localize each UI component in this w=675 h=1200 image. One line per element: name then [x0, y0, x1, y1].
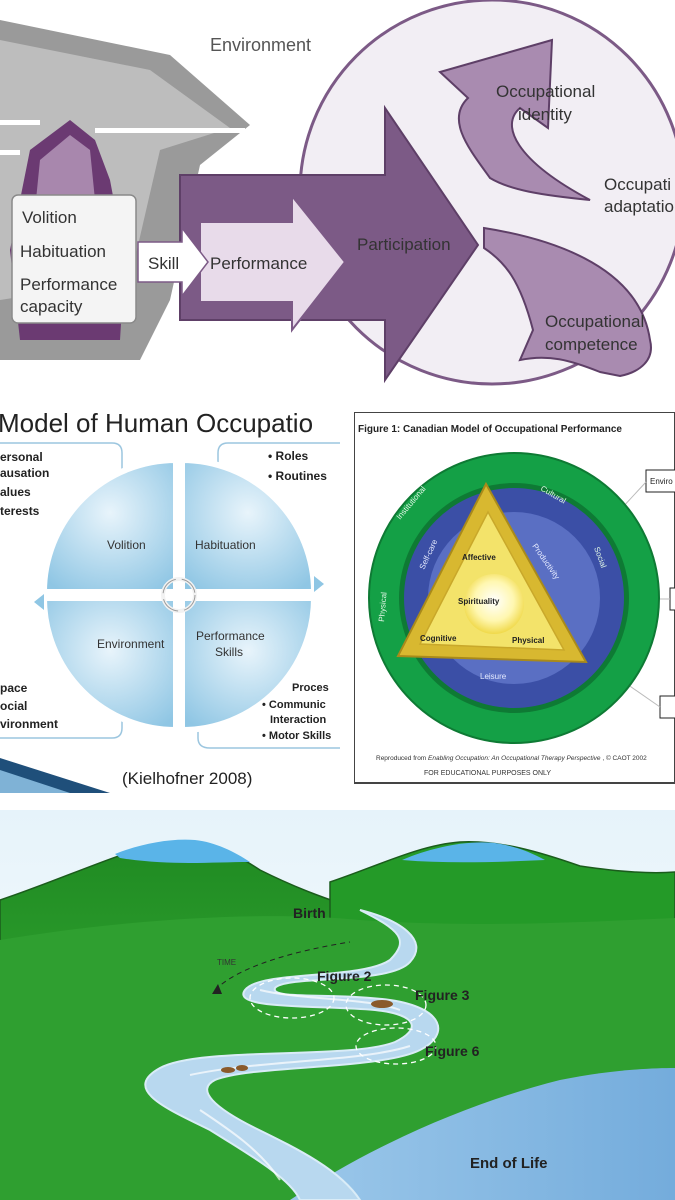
rock-lower-left-1	[221, 1067, 235, 1073]
skill-arrow	[137, 225, 209, 299]
identity-curved-arrow	[438, 38, 591, 201]
left-mountain-snow	[115, 839, 250, 863]
moho-circle-diagram: Model of Human Occupatio ersonal ausatio…	[0, 398, 340, 798]
left-bottom-item-1: pace	[0, 681, 28, 695]
figure-6-circle	[355, 1027, 437, 1065]
kawa-river-diagram: Birth TIME Figure 2 Figure 3 Figure 6 En…	[0, 810, 675, 1200]
triangle-label-affective: Affective	[462, 553, 496, 562]
cmop-title: Figure 1: Canadian Model of Occupational…	[358, 424, 622, 435]
habituation-label: Habituation	[20, 242, 106, 261]
quadrant-performance-label-2: Skills	[215, 645, 243, 659]
figure-3-label: Figure 3	[415, 987, 470, 1003]
performance-capacity-label-2: capacity	[20, 297, 83, 316]
figure-3-circle	[345, 984, 427, 1026]
cmop-footer: FOR EDUCATIONAL PURPOSES ONLY	[424, 770, 551, 777]
right-bottom-item-1: Proces	[292, 682, 329, 694]
figure-2-label: Figure 2	[317, 968, 372, 984]
time-arrow	[214, 941, 351, 991]
left-bottom-box	[0, 688, 123, 739]
adaptation-label-1: Occupati	[604, 175, 671, 194]
cmop-credit-title: Enabling Occupation: An Occupational The…	[428, 755, 601, 762]
triangle-label-spirituality: Spirituality	[458, 597, 500, 606]
cmop-footer-rule	[354, 782, 675, 784]
rock-lower-left-2	[236, 1065, 248, 1071]
moho-circle-svg: Model of Human Occupatio ersonal ausatio…	[0, 408, 340, 793]
right-mountain-snow	[402, 842, 545, 863]
right-top-item-1: • Roles	[268, 449, 309, 463]
left-top-item-1: ersonal	[0, 450, 43, 464]
quadrant-volition-label: Volition	[107, 538, 146, 552]
cmop-credit-suffix: , © CAOT 2002	[602, 754, 647, 762]
inner-capacity-box	[11, 194, 137, 324]
cycle-arrows-icon-outline	[162, 578, 196, 612]
competence-label-2: competence	[545, 335, 638, 354]
identity-label-2: identity	[518, 105, 572, 124]
ring-label-leisure: Leisure	[480, 672, 507, 681]
left-bottom-item-3: vironment	[0, 717, 58, 731]
left-top-box	[0, 442, 123, 490]
light-bar-3	[0, 150, 20, 155]
spirituality-core	[464, 574, 524, 634]
performance-capacity-label-1: Performance	[20, 275, 117, 294]
environment-label: Environment	[210, 35, 311, 55]
environment-side-label: Enviro	[650, 477, 673, 486]
rock-figure-3	[371, 1000, 393, 1008]
quadrant-environment	[40, 595, 179, 734]
quadrant-performance-label-1: Performance	[196, 629, 265, 643]
right-bottom-item-3: Interaction	[270, 714, 327, 726]
side-box-middle	[669, 587, 675, 611]
cmop-credit-prefix: Reproduced from	[376, 755, 428, 762]
light-bar-2	[0, 120, 40, 125]
adaptation-label-2: adaptatio	[604, 197, 674, 216]
left-top-item-2: ausation	[0, 466, 49, 480]
ring-label-physical-env: Physical	[377, 591, 389, 622]
competence-curved-arrow	[483, 226, 652, 378]
left-top-item-3: alues	[0, 485, 31, 499]
right-top-box	[217, 442, 340, 470]
performance-label: Performance	[210, 254, 307, 273]
cmop-diagram: Figure 1: Canadian Model of Occupational…	[354, 412, 675, 784]
quadrant-environment-label: Environment	[97, 637, 165, 651]
participation-label: Participation	[357, 235, 451, 254]
quadrant-performance-skills	[179, 595, 318, 734]
right-bottom-item-2: • Communic	[262, 699, 326, 711]
left-bottom-item-2: ocial	[0, 699, 27, 713]
moho-flow-svg: Environment Volition Habituation Perform…	[0, 0, 675, 386]
right-side-arrow	[314, 576, 324, 592]
cmop-svg: Figure 1: Canadian Model of Occupational…	[354, 412, 675, 784]
identity-label-1: Occupational	[496, 82, 595, 101]
lake	[290, 1068, 675, 1200]
slide-corner-stripe-light	[0, 770, 70, 793]
quadrant-habituation-label: Habituation	[195, 538, 256, 552]
birth-label: Birth	[293, 905, 326, 921]
time-arrow-head	[212, 984, 222, 994]
right-bottom-box	[197, 718, 340, 749]
volition-label: Volition	[22, 208, 77, 227]
time-label: TIME	[217, 958, 236, 967]
figure-6-label: Figure 6	[425, 1043, 480, 1059]
citation-label: (Kielhofner 2008)	[122, 769, 252, 788]
triangle-label-cognitive: Cognitive	[420, 634, 457, 643]
right-top-item-2: • Routines	[268, 469, 327, 483]
right-bottom-item-4: • Motor Skills	[262, 730, 331, 742]
light-bar-1	[95, 128, 245, 133]
figure-2-circle	[249, 977, 335, 1019]
kawa-river-svg: Birth TIME Figure 2 Figure 3 Figure 6 En…	[0, 810, 675, 1200]
moho-flow-diagram: Environment Volition Habituation Perform…	[0, 0, 675, 390]
competence-label-1: Occupational	[545, 312, 644, 331]
performance-arrow	[199, 193, 347, 333]
skill-label: Skill	[148, 254, 179, 273]
cmop-credit: Reproduced from Enabling Occupation: An …	[376, 754, 647, 762]
side-box-bottom	[659, 695, 675, 719]
left-side-arrow	[34, 594, 44, 610]
end-of-life-label: End of Life	[470, 1155, 548, 1172]
triangle-label-physical: Physical	[512, 636, 544, 645]
left-top-item-4: terests	[0, 504, 40, 518]
moho-title: Model of Human Occupatio	[0, 408, 313, 438]
quadrant-volition	[40, 456, 179, 595]
quadrant-habituation	[179, 456, 318, 595]
environment-side-box	[645, 469, 675, 493]
